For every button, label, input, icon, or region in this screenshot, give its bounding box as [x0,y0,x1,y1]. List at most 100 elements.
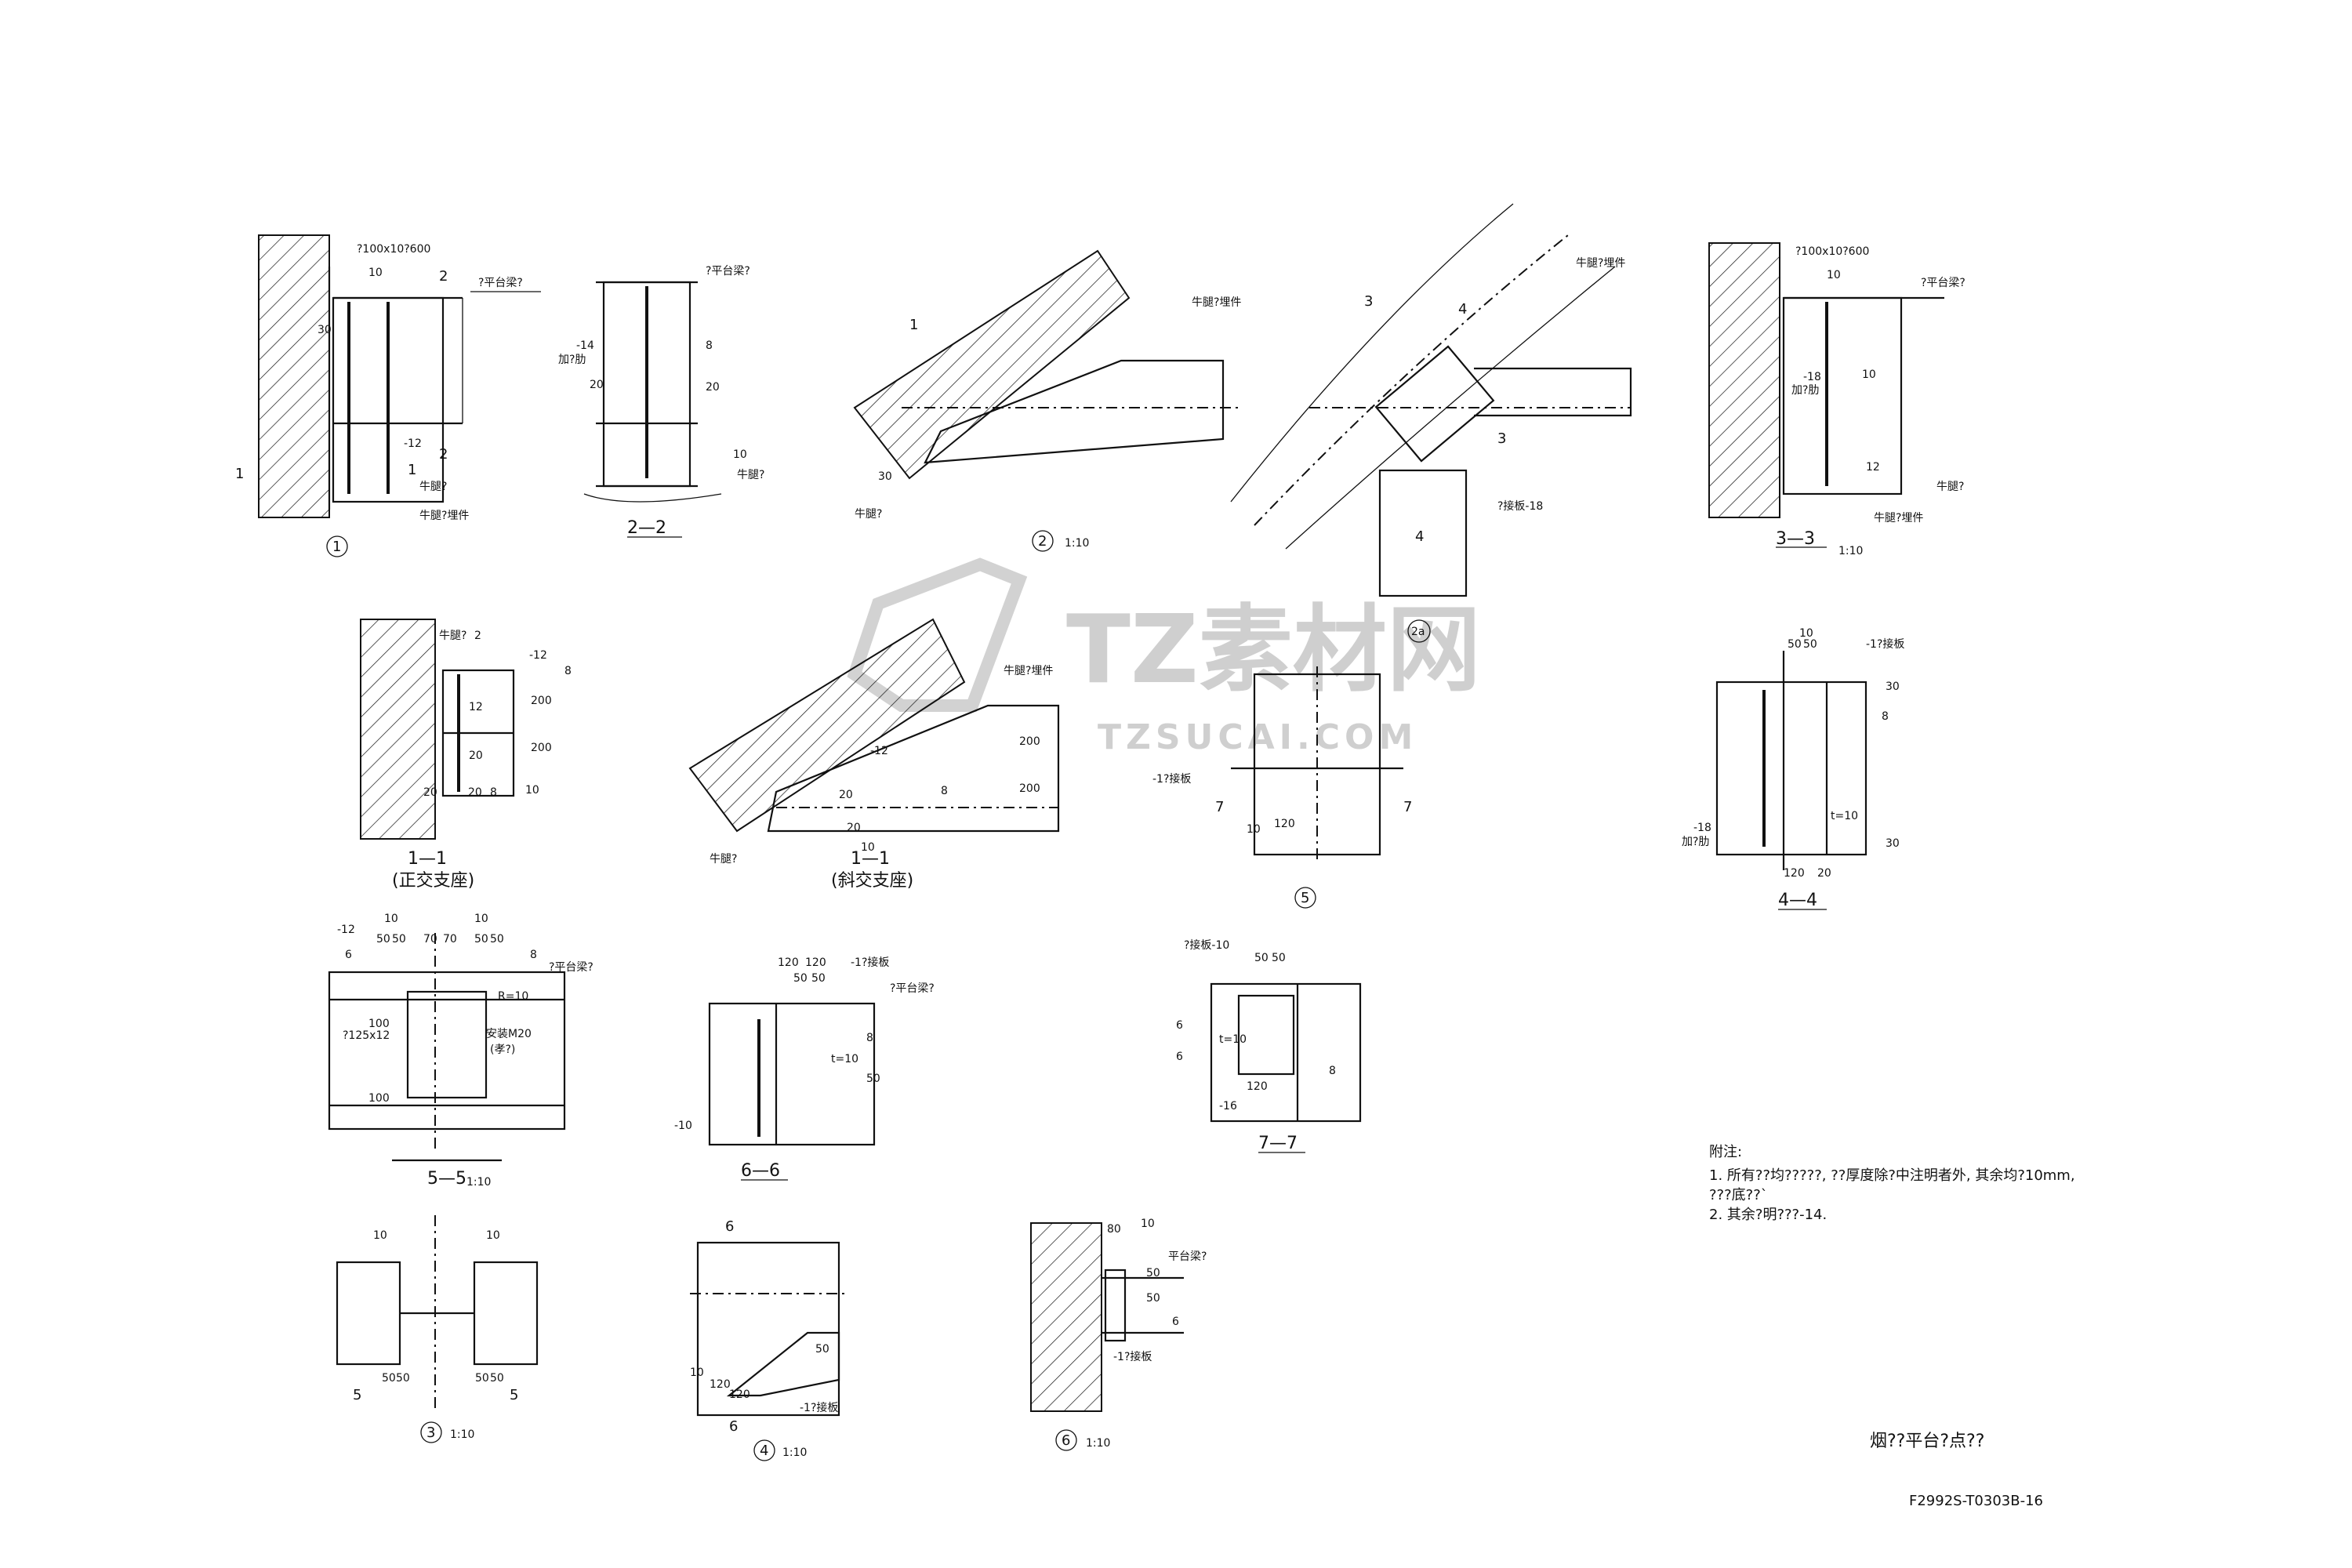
note-line: 2. 其余?明???-14. [1709,1207,1827,1223]
note-line: ???底??` [1709,1187,1768,1203]
dim-label: 50 [811,972,826,985]
section-mark: 5 [353,1387,361,1403]
embed-label: 牛腿?埋件 [1874,512,1923,524]
dim-label: 50 [815,1343,829,1356]
dim-label: 120 [1784,867,1805,880]
bolt-label: (孝?) [490,1044,515,1056]
plate-label: -12 [529,649,547,662]
dim-label: 200 [1019,782,1040,795]
dim-label: 50 [474,933,488,946]
plate-label: ?接板-18 [1497,499,1543,513]
plate-label: -1?接板 [1866,637,1904,651]
detail-subtitle: (正交支座) [392,871,474,891]
weld-label: 8 [866,1032,873,1044]
scale-label: 1:10 [450,1428,474,1441]
dim-label: 10 [486,1229,500,1242]
section-mark: 2 [439,268,448,285]
section-mark: 1 [235,466,244,482]
plate-label: -10 [674,1120,692,1132]
dim-label: 200 [531,742,552,754]
detail-7-7: ?接板-10 50 50 6 t=10 6 120 -16 8 7—7 [1176,938,1362,1153]
dim-label: 50 [392,933,406,946]
detail-title: 4—4 [1778,891,1817,910]
dim-label: 30 [318,324,332,336]
dim-label: 8 [1329,1065,1336,1077]
section-mark: 4 [1458,301,1467,318]
corbel-label: 牛腿? [737,469,764,481]
dim-label: 200 [1019,735,1040,748]
dim-label: 8 [490,786,497,799]
plate-label: ?125x12 [343,1029,390,1042]
thickness-label: t=10 [831,1053,858,1065]
detail-title: 7—7 [1258,1134,1298,1153]
weld-label: 8 [706,339,713,352]
dim-label: 20 [706,381,720,394]
plate-label: -12 [404,437,422,450]
dim-label: 20 [1817,867,1831,880]
dim-label: 50 [382,1372,396,1385]
weld-label: 8 [1882,710,1889,723]
scale-label: 1:10 [782,1446,807,1459]
dim-label: 50 [1146,1292,1160,1305]
dim-label: 6 [345,949,352,961]
dim-label: 50 [866,1073,880,1085]
dim-label: 20 [590,379,604,391]
dim-label: 30 [878,470,892,483]
section-mark: 5 [510,1387,518,1403]
dim-label: 50 [1254,952,1269,964]
plate-label: ?接板-10 [1184,938,1229,952]
notes-heading: 附注: [1709,1144,1742,1160]
dim-label: 10 [1247,823,1261,836]
note-line: 1. 所有??均?????, ??厚度除?中注明者外, 其余均?10mm, [1709,1167,2075,1184]
section-mark: 3 [1497,430,1506,447]
dim-label: 10 [690,1367,704,1379]
dim-label: 30 [1886,837,1900,850]
corbel-label: 牛腿? [710,853,737,866]
dim-label: 50 [475,1372,489,1385]
dim-label: 120 [729,1388,750,1401]
scale-label: 1:10 [466,1176,491,1189]
weld-label: 12 [1866,461,1880,474]
detail-id: 2a [1411,626,1425,638]
detail-title: 1—1 [408,849,447,869]
corbel-label: 牛腿? [439,630,466,642]
dim-label: 10 [1141,1218,1155,1230]
watermark-main-text: TZ素材网 [1066,596,1481,705]
dim-label: 200 [531,695,552,707]
dim-label: 120 [710,1378,731,1391]
watermark: TZ素材网 TZSUCAI.COM [847,557,1481,757]
dim-label: 6 [1176,1019,1183,1032]
plate-label: 12 [469,701,483,713]
dim-label: 20 [468,786,482,799]
dim-label: 50 [1788,638,1802,651]
section-mark: 4 [1415,528,1424,545]
dim-label: 100 [368,1092,390,1105]
thickness-label: t=10 [1831,810,1858,822]
dim-label: 80 [1107,1223,1121,1236]
weld-label: 8 [941,785,948,797]
detail-title: 6—6 [741,1161,780,1181]
notes: 附注: 1. 所有??均?????, ??厚度除?中注明者外, 其余均?10mm… [1709,1144,2075,1223]
rib-label: -18 [1803,371,1821,383]
section-mark: 6 [729,1418,738,1435]
drawing-title: 烟??平台?点?? [1870,1432,1984,1451]
plate-label: 20 [469,750,483,762]
weld-label: 10 [368,267,383,279]
detail-6-6: 120 120 -1?接板 50 50 ?平台梁? 8 t=10 50 -10 … [674,956,935,1181]
scale-label: 1:10 [1838,545,1863,557]
beam-label: ?平台梁? [478,277,523,289]
dim-label: 50 [396,1372,410,1385]
section-mark: 6 [725,1218,734,1235]
bolt-label: 安装M20 [486,1028,532,1040]
dim-label: 70 [443,933,457,946]
detail-3: 10 10 50 50 50 50 5 5 3 1:10 [336,1215,539,1443]
dim-label: 10 [384,913,398,925]
rib-label: 加?肋 [1682,836,1709,848]
weld-label: 10 [1827,269,1841,281]
corbel-label: 牛腿? [1936,481,1964,493]
embed-label: 牛腿?埋件 [1004,665,1053,677]
detail-1: ?100x10?600 10 30 2 2 -12 ?平台梁? 牛腿? 牛腿?埋… [235,234,541,557]
detail-1-1-skew: 牛腿?埋件 -12 20 8 200 200 20 10 牛腿? 1—1 (斜交… [688,618,1060,891]
dim-label: 50 [490,1372,504,1385]
dim-label: 120 [778,956,799,969]
